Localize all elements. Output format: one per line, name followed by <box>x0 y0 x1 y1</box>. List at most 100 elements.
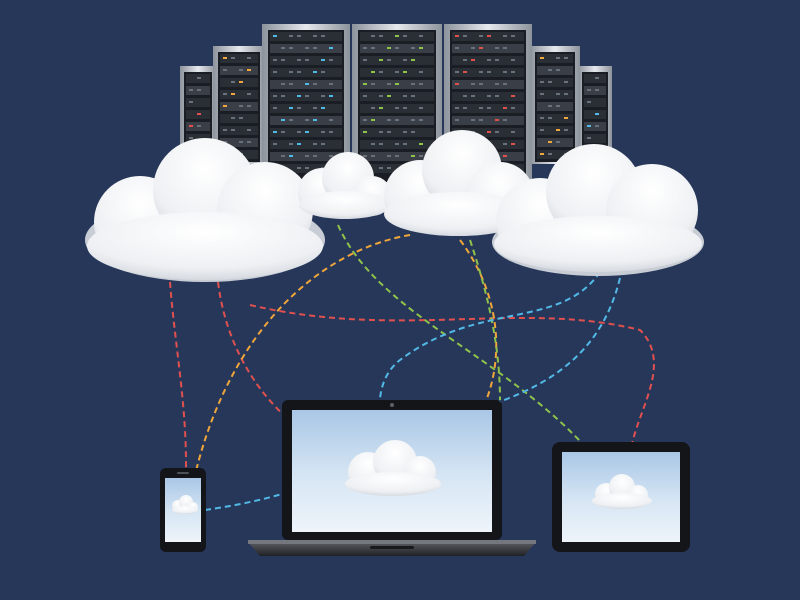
server-unit <box>537 138 573 147</box>
server-led <box>403 143 407 145</box>
server-led <box>379 107 383 109</box>
server-led <box>313 71 317 73</box>
network-link <box>194 234 411 476</box>
server-led <box>231 57 235 59</box>
server-led <box>329 59 333 61</box>
server-led <box>595 77 599 79</box>
server-led <box>395 155 399 157</box>
server-led <box>281 95 285 97</box>
server-led <box>503 155 507 157</box>
server-led <box>511 143 515 145</box>
server-led <box>471 59 475 61</box>
server-led <box>556 57 560 59</box>
server-led <box>556 129 560 131</box>
server-led <box>379 71 383 73</box>
server-led <box>463 59 467 61</box>
server-led <box>247 141 251 143</box>
server-led <box>363 83 367 85</box>
server-led <box>463 95 467 97</box>
cloud-icon <box>345 440 441 496</box>
server-led <box>548 153 552 155</box>
server-led <box>321 59 325 61</box>
server-led <box>419 47 423 49</box>
server-led <box>239 81 243 83</box>
server-led <box>231 93 235 95</box>
server-led <box>548 69 552 71</box>
server-led <box>297 131 301 133</box>
server-led <box>511 95 515 97</box>
server-led <box>503 35 507 37</box>
server-led <box>395 47 399 49</box>
server-led <box>313 47 317 49</box>
server-led <box>197 125 201 127</box>
server-led <box>379 131 383 133</box>
server-led <box>289 71 293 73</box>
server-led <box>587 89 591 91</box>
server-led <box>371 83 375 85</box>
server-led <box>305 119 309 121</box>
server-led <box>313 107 317 109</box>
server-led <box>503 143 507 145</box>
server-led <box>321 35 325 37</box>
server-led <box>329 119 333 121</box>
server-led <box>273 143 277 145</box>
server-led <box>297 59 301 61</box>
server-led <box>455 47 459 49</box>
server-led <box>503 107 507 109</box>
server-led <box>479 35 483 37</box>
server-led <box>281 155 285 157</box>
server-led <box>289 119 293 121</box>
server-led <box>479 119 483 121</box>
server-led <box>471 95 475 97</box>
server-led <box>313 119 317 121</box>
server-led <box>495 95 499 97</box>
cloud-icon <box>298 152 392 219</box>
server-led <box>313 155 317 157</box>
server-unit <box>220 126 258 135</box>
server-unit <box>270 140 342 149</box>
server-led <box>503 71 507 73</box>
server-led <box>281 47 285 49</box>
server-led <box>564 57 568 59</box>
server-led <box>548 117 552 119</box>
server-led <box>371 155 375 157</box>
server-led <box>495 59 499 61</box>
server-led <box>223 93 227 95</box>
server-led <box>511 131 515 133</box>
server-led <box>321 71 325 73</box>
server-led <box>371 35 375 37</box>
server-led <box>387 167 391 169</box>
server-led <box>548 141 552 143</box>
server-led <box>487 95 491 97</box>
server-led <box>321 95 325 97</box>
network-link <box>439 239 498 461</box>
server-led <box>403 131 407 133</box>
server-led <box>548 105 552 107</box>
server-led <box>247 93 251 95</box>
server-led <box>495 83 499 85</box>
server-led <box>419 107 423 109</box>
server-led <box>395 35 399 37</box>
server-led <box>595 125 599 127</box>
server-led <box>189 125 193 127</box>
server-unit <box>537 54 573 63</box>
server-led <box>419 155 423 157</box>
server-led <box>363 95 367 97</box>
server-led <box>289 155 293 157</box>
server-led <box>411 95 415 97</box>
network-link <box>249 304 655 471</box>
server-led <box>281 119 285 121</box>
server-led <box>455 83 459 85</box>
server-led <box>223 57 227 59</box>
server-led <box>239 105 243 107</box>
server-led <box>223 105 227 107</box>
server-led <box>487 131 491 133</box>
server-led <box>487 59 491 61</box>
server-led <box>471 83 475 85</box>
server-unit <box>270 68 342 77</box>
server-led <box>463 35 467 37</box>
server-unit <box>220 54 258 63</box>
server-led <box>387 95 391 97</box>
server-led <box>403 107 407 109</box>
